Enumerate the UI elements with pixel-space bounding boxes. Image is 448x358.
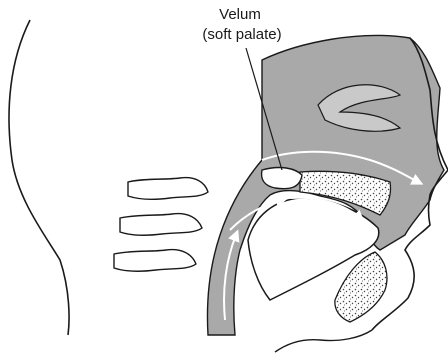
head-back-outline (9, 20, 69, 335)
vertebrae (114, 178, 208, 272)
velum-label: Velum (205, 6, 275, 24)
vertebra-1 (128, 178, 208, 200)
soft-palate-label: (soft palate) (172, 26, 312, 44)
chin-neck-line (275, 330, 372, 352)
vertebra-3 (114, 250, 196, 272)
velum (262, 168, 302, 189)
vertebra-2 (120, 214, 202, 236)
